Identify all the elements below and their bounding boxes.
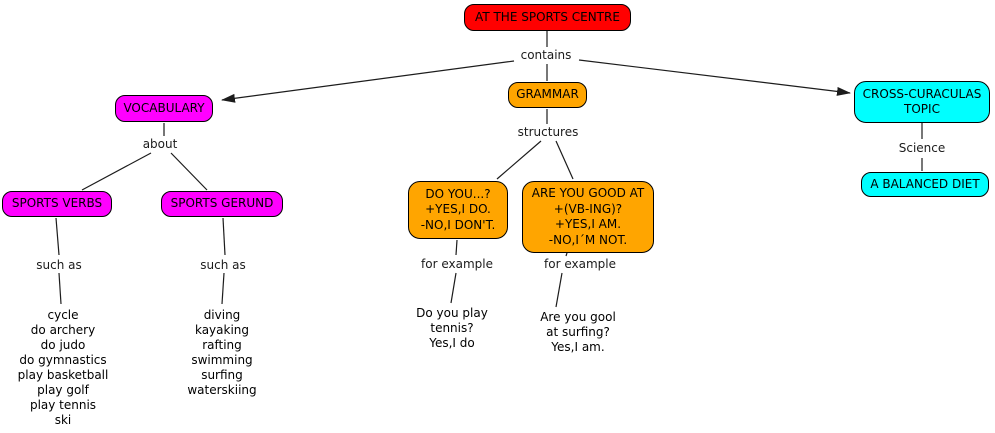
list-sports-verbs-examples[interactable]: cycle do archery do judo do gymnastics p…: [17, 308, 109, 427]
node-sports-gerund[interactable]: SPORTS GERUND: [161, 191, 283, 217]
link-label-contains[interactable]: contains: [520, 48, 572, 62]
node-are-you-good-at-structure[interactable]: ARE YOU GOOD AT +(VB-ING)? +YES,I AM. -N…: [522, 181, 654, 253]
node-do-you-structure[interactable]: DO YOU...? +YES,I DO. -NO,I DON'T.: [408, 181, 508, 239]
node-sports-verbs[interactable]: SPORTS VERBS: [2, 191, 112, 217]
node-cross-curaculas-topic[interactable]: CROSS-CURACULAS TOPIC: [854, 81, 990, 123]
list-sports-gerund-examples[interactable]: diving kayaking rafting swimming surfing…: [187, 308, 257, 397]
link-label-science[interactable]: Science: [898, 141, 946, 155]
link-label-structures[interactable]: structures: [517, 125, 579, 139]
link-label-such-as-gerund[interactable]: such as: [200, 258, 246, 272]
link-label-about[interactable]: about: [142, 137, 178, 151]
node-grammar[interactable]: GRAMMAR: [508, 82, 587, 108]
node-a-balanced-diet[interactable]: A BALANCED DIET: [861, 172, 989, 197]
node-at-the-sports-centre[interactable]: AT THE SPORTS CENTRE: [464, 4, 631, 31]
example-are-you-good-at-surfing[interactable]: Are you gool at surfing? Yes,I am.: [540, 310, 616, 354]
node-vocabulary[interactable]: VOCABULARY: [115, 95, 213, 122]
example-do-you-play-tennis[interactable]: Do you play tennis? Yes,I do: [416, 306, 488, 350]
link-label-such-as-verbs[interactable]: such as: [36, 258, 82, 272]
link-label-for-example-are[interactable]: for example: [544, 257, 616, 271]
link-label-for-example-do[interactable]: for example: [421, 257, 493, 271]
